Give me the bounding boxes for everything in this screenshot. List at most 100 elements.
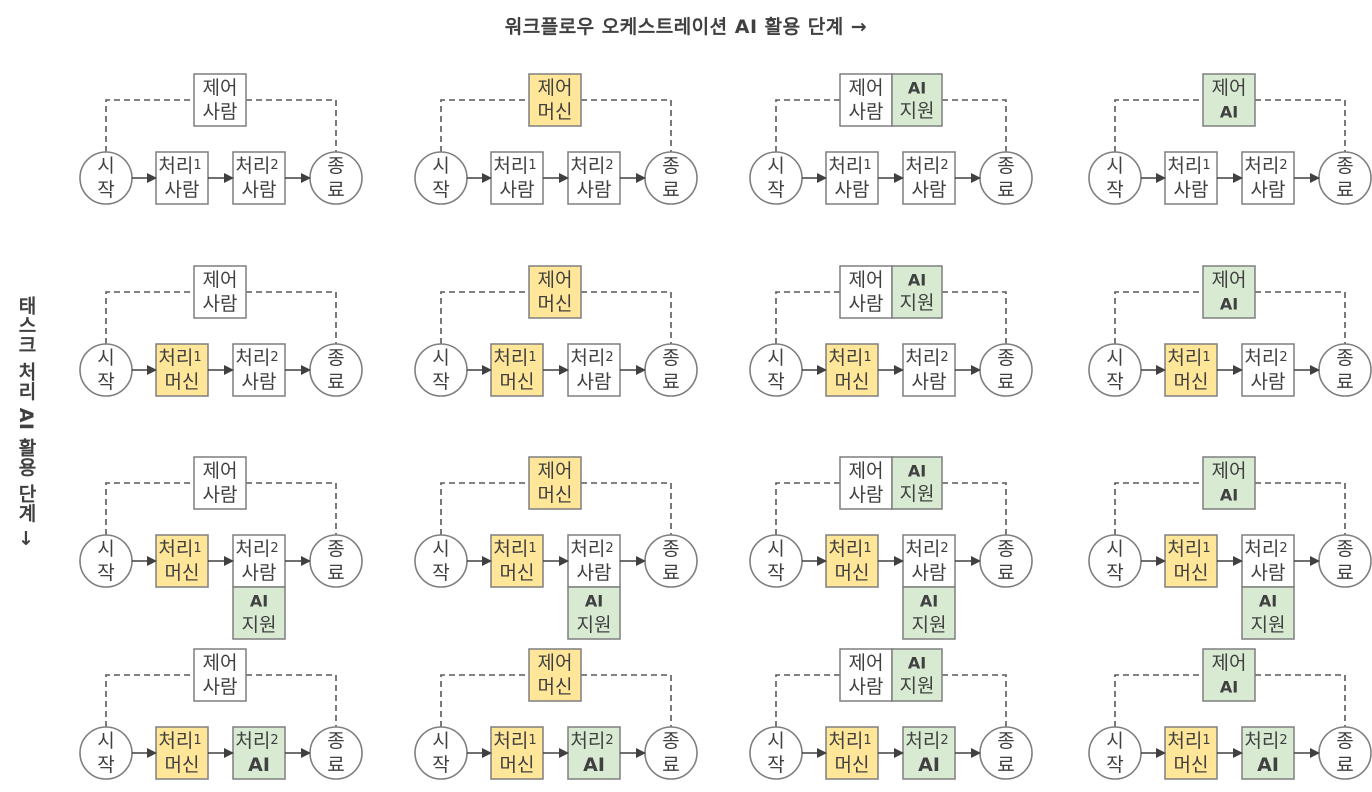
task2-ai-support-box xyxy=(232,586,286,640)
control-label: 제어 xyxy=(1212,77,1247,99)
row-axis-title: 태스크 처리 AI 활용 단계 → xyxy=(15,296,37,547)
end-label-2: 료 xyxy=(327,179,344,201)
control-loop-right xyxy=(1255,291,1346,344)
task1-role: 머신 xyxy=(1174,562,1209,584)
task2-role: 사람 xyxy=(912,179,947,201)
control-ai-support-label: AI xyxy=(908,462,926,481)
task1-box xyxy=(155,151,209,205)
control-role: 머신 xyxy=(538,101,573,123)
control-loop-left xyxy=(1114,291,1203,344)
control-role: 사람 xyxy=(203,293,238,315)
control-ai-support-label: AI xyxy=(908,79,926,98)
task2-title: 처리2 xyxy=(905,538,948,560)
control-role: 사람 xyxy=(849,101,884,123)
end-label-1: 종 xyxy=(1336,347,1353,369)
control-role: AI xyxy=(1220,295,1238,314)
task1-title: 처리1 xyxy=(828,155,871,177)
start-label-1: 시 xyxy=(1106,538,1123,560)
control-box xyxy=(1202,456,1256,510)
end-label-2: 료 xyxy=(997,371,1014,393)
control-label: 제어 xyxy=(203,460,238,482)
task1-title: 처리1 xyxy=(493,538,536,560)
control-role: AI xyxy=(1220,486,1238,505)
end-label-1: 종 xyxy=(662,347,679,369)
control-role: 머신 xyxy=(538,484,573,506)
task2-role: 사람 xyxy=(912,371,947,393)
task1-title: 처리1 xyxy=(1167,155,1210,177)
control-role: 사람 xyxy=(849,293,884,315)
task2-ai-support-label: AI xyxy=(250,592,268,611)
control-loop-right xyxy=(246,674,337,727)
control-label: 제어 xyxy=(1212,460,1247,482)
task1-title: 처리1 xyxy=(493,730,536,752)
control-box xyxy=(193,265,247,319)
task1-title: 처리1 xyxy=(158,730,201,752)
control-loop-right xyxy=(1255,482,1346,535)
task1-role: 머신 xyxy=(500,371,535,393)
control-ai-support-role: 지원 xyxy=(900,292,935,314)
control-label: 제어 xyxy=(538,77,573,99)
task1-box xyxy=(825,726,879,780)
control-label: 제어 xyxy=(538,269,573,291)
control-role: 사람 xyxy=(849,676,884,698)
control-loop-right xyxy=(1255,674,1346,727)
task2-ai-support-box xyxy=(567,586,621,640)
control-label: 제어 xyxy=(1212,269,1247,291)
start-label-2: 작 xyxy=(97,754,114,776)
task1-title: 처리1 xyxy=(828,347,871,369)
task2-title: 처리2 xyxy=(570,538,613,560)
control-box xyxy=(528,648,582,702)
task2-role: 사람 xyxy=(912,562,947,584)
end-label-2: 료 xyxy=(327,562,344,584)
start-label-2: 작 xyxy=(1106,179,1123,201)
start-label-1: 시 xyxy=(432,347,449,369)
task1-box xyxy=(1164,534,1218,588)
control-box xyxy=(193,456,247,510)
start-label-2: 작 xyxy=(432,179,449,201)
start-label-2: 작 xyxy=(767,754,784,776)
task1-title: 처리1 xyxy=(828,538,871,560)
task1-role: 머신 xyxy=(500,562,535,584)
end-label-1: 종 xyxy=(1336,155,1353,177)
control-loop-left xyxy=(440,291,529,344)
task2-box xyxy=(902,726,956,780)
task1-title: 처리1 xyxy=(493,347,536,369)
start-label-1: 시 xyxy=(97,730,114,752)
start-label-2: 작 xyxy=(767,179,784,201)
task2-title: 처리2 xyxy=(1244,538,1287,560)
control-ai-support-role: 지원 xyxy=(900,675,935,697)
task2-ai-support-role: 지원 xyxy=(242,614,277,636)
control-box xyxy=(528,265,582,319)
control-box xyxy=(1202,648,1256,702)
control-loop-right xyxy=(246,99,337,152)
task2-role: 사람 xyxy=(242,179,277,201)
control-role: AI xyxy=(1220,103,1238,122)
start-label-1: 시 xyxy=(1106,347,1123,369)
task2-title: 처리2 xyxy=(905,155,948,177)
control-loop-left xyxy=(105,674,194,727)
control-label: 제어 xyxy=(538,460,573,482)
task2-role: AI xyxy=(583,754,605,776)
task2-ai-support-role: 지원 xyxy=(577,614,612,636)
control-label: 제어 xyxy=(849,652,884,674)
task1-title: 처리1 xyxy=(158,347,201,369)
task1-role: 사람 xyxy=(835,179,870,201)
end-label-1: 종 xyxy=(327,730,344,752)
end-label-2: 료 xyxy=(997,179,1014,201)
task1-box xyxy=(490,534,544,588)
start-label-2: 작 xyxy=(1106,371,1123,393)
task2-box xyxy=(902,151,956,205)
task2-title: 처리2 xyxy=(570,155,613,177)
control-loop-left xyxy=(440,99,529,152)
task1-box xyxy=(825,151,879,205)
control-loop-right xyxy=(581,291,672,344)
control-loop-left xyxy=(440,674,529,727)
control-box xyxy=(1202,265,1256,319)
task1-title: 처리1 xyxy=(158,538,201,560)
task2-ai-support-box xyxy=(902,586,956,640)
task2-ai-support-label: AI xyxy=(585,592,603,611)
